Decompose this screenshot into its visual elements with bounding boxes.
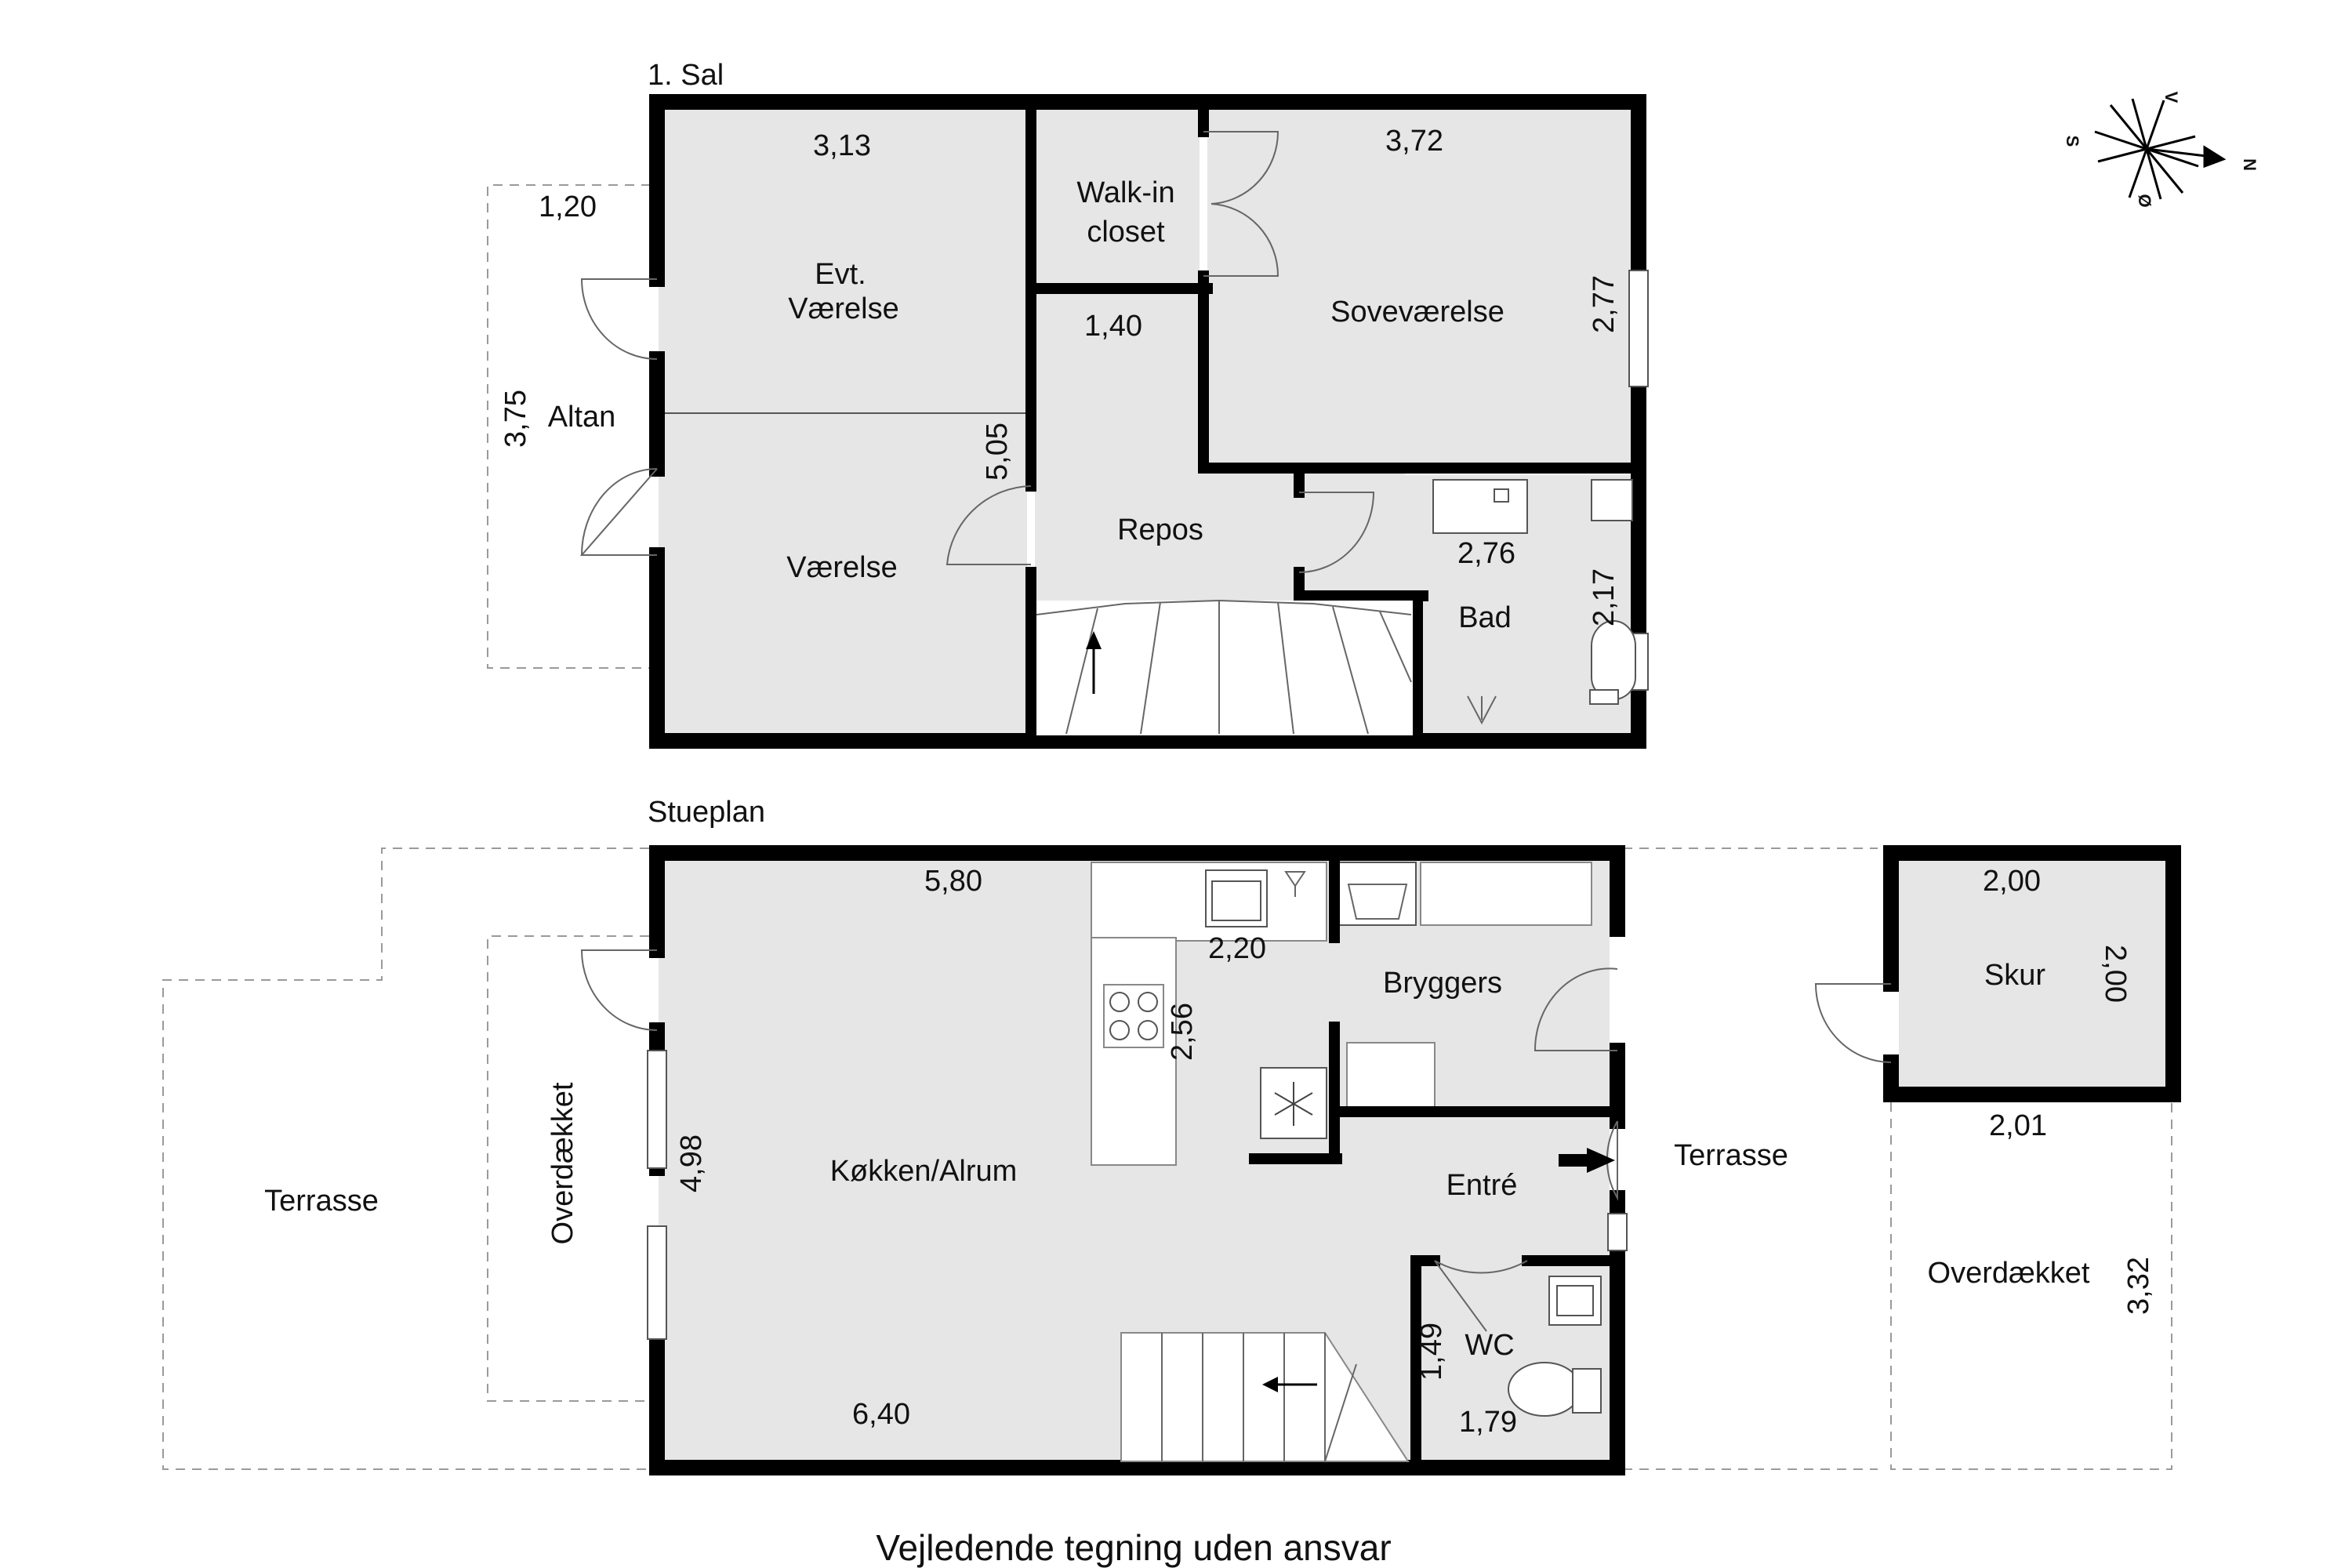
shed-wall	[1883, 845, 2181, 1102]
terrasse-outline	[162, 848, 649, 1470]
dimension-label: 3,32	[2122, 1257, 2155, 1315]
ground-floor-title: Stueplan	[648, 796, 765, 829]
dimension-label: 1,49	[1415, 1323, 1448, 1381]
room-label: closet	[1087, 216, 1165, 249]
vaerelse-floor	[659, 412, 1027, 737]
hob-icon	[1138, 1020, 1158, 1040]
cabinet-icon	[1591, 479, 1633, 521]
evt-vaerelse-floor	[659, 110, 1027, 412]
compass-south: S	[2063, 136, 2082, 147]
area-label: Terrasse	[1674, 1139, 1788, 1172]
room-label: Værelse	[788, 292, 899, 325]
room-label: Køkken/Alrum	[830, 1155, 1018, 1188]
dimension-label: 2,01	[1989, 1109, 2047, 1142]
window	[647, 1225, 667, 1340]
door-swing	[946, 485, 1032, 565]
dimension-label: 2,56	[1166, 1003, 1199, 1061]
window	[647, 1050, 667, 1169]
upper-outer-wall	[649, 94, 1646, 749]
dimension-label: 4,98	[675, 1134, 708, 1192]
entrance-arrow-icon	[1559, 1148, 1615, 1173]
dimension-label: 1,40	[1084, 310, 1142, 343]
door-swing	[1814, 983, 1892, 1063]
window	[1607, 1213, 1628, 1251]
room-label: Evt.	[815, 258, 866, 291]
room-label: Bryggers	[1383, 967, 1502, 1000]
area-label: Overdækket	[1928, 1257, 2090, 1290]
room-label: Værelse	[786, 551, 898, 584]
door-swing	[580, 949, 658, 1031]
window	[1628, 270, 1649, 387]
altan-outline	[487, 184, 651, 669]
wall	[649, 1243, 1625, 1475]
bryggers-counter	[1420, 862, 1592, 926]
dimension-label: 2,76	[1457, 537, 1515, 570]
dimension-label: 2,77	[1588, 275, 1621, 333]
ground-outer-wall	[649, 845, 1625, 958]
dimension-label: 3,75	[499, 390, 532, 448]
door-swing	[579, 468, 658, 556]
walkin-floor	[1035, 110, 1200, 285]
room-label: Skur	[1984, 959, 2045, 992]
disclaimer: Vejledende tegning uden ansvar	[876, 1527, 1391, 1568]
compass-rose-icon	[2094, 98, 2227, 200]
room-label: Repos	[1117, 514, 1203, 546]
door-swing	[1534, 967, 1618, 1051]
stairs-ground	[1120, 1332, 1410, 1462]
room-label: Soveværelse	[1330, 296, 1504, 328]
dimension-label: 2,00	[1983, 865, 2041, 898]
dimension-label: 3,72	[1385, 125, 1443, 158]
dimension-label: 2,17	[1588, 568, 1621, 626]
door-swing	[580, 278, 658, 360]
freezer-snowflake-icon	[1274, 1082, 1313, 1126]
compass-north: N	[2240, 158, 2259, 171]
hob-icon	[1109, 1020, 1130, 1040]
toilet-tank	[1589, 689, 1619, 705]
ground-floor	[162, 845, 2181, 1475]
area-label: Terrasse	[264, 1185, 379, 1218]
hob-icon	[1109, 992, 1130, 1012]
hob-icon	[1138, 992, 1158, 1012]
wc-sink-basin	[1556, 1285, 1594, 1316]
wc-toilet-tank	[1572, 1368, 1602, 1414]
washing-sink-icon	[1338, 862, 1417, 926]
door-swing	[1203, 131, 1279, 277]
upper-floor-title: 1. Sal	[648, 59, 724, 92]
kitchen-counter	[1091, 937, 1177, 1166]
room-label: Altan	[548, 401, 616, 434]
shower-drain-icon	[1467, 695, 1497, 725]
upper-floor	[487, 94, 1649, 749]
door-swing	[1434, 1260, 1528, 1332]
dimension-label: 3,13	[813, 129, 871, 162]
area-label: Overdækket	[546, 1082, 579, 1244]
dimension-label: 5,80	[924, 865, 982, 898]
sink-icon	[1432, 479, 1528, 534]
sink-basin	[1211, 880, 1261, 921]
room-label: WC	[1465, 1329, 1514, 1362]
dimension-label: 1,20	[539, 191, 597, 223]
wc-toilet-icon	[1508, 1362, 1581, 1417]
room-label: Walk-in	[1076, 176, 1174, 209]
glass-icon	[1284, 871, 1306, 897]
skur-floor	[1899, 861, 2165, 1093]
bench	[1346, 1042, 1436, 1109]
dimension-label: 2,20	[1208, 932, 1266, 965]
room-label: Entré	[1446, 1169, 1518, 1202]
labels: 1. Sal Stueplan Evt. Værelse Walk-in clo…	[264, 59, 2259, 1568]
toilet-icon	[1591, 620, 1636, 700]
compass-east: Ø	[2135, 194, 2154, 207]
sink-basin	[1494, 488, 1509, 503]
dimension-label: 5,05	[981, 423, 1014, 481]
dimension-label: 1,79	[1459, 1406, 1517, 1439]
dimension-label: 6,40	[852, 1398, 910, 1431]
covered-outline	[1890, 1102, 2172, 1470]
door-swing	[1298, 492, 1375, 573]
room-label: Bad	[1458, 601, 1512, 634]
stairs-upper	[1036, 599, 1413, 735]
dimension-label: 2,00	[2099, 945, 2132, 1003]
compass-west: V	[2161, 92, 2181, 103]
